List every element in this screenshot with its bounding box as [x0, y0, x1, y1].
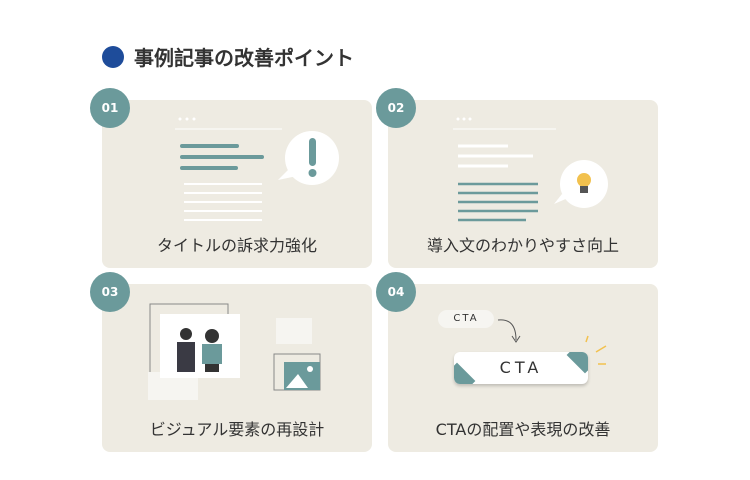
card-number-badge: 04	[376, 272, 416, 312]
small-cta-label: CTA	[438, 310, 494, 328]
big-cta-button: CTA	[454, 352, 588, 384]
document-lightbulb-icon	[453, 117, 608, 222]
title-bullet-icon	[102, 45, 124, 68]
card-visual-redesign: 03 ビジュアル要素の再設計	[90, 272, 372, 452]
card-caption: タイトルの訴求力強化	[156, 236, 317, 255]
big-cta-label: CTA	[499, 358, 543, 377]
card-number-badge: 01	[90, 88, 130, 128]
photo-image-icon	[148, 303, 321, 400]
document-exclamation-icon	[175, 117, 339, 221]
card-cta-improvement: 04 CTA CTA CTAの配置や表現の改善	[376, 272, 658, 452]
arrow-sparkle-icon	[497, 319, 607, 365]
card-caption: 導入文のわかりやすさ向上	[426, 236, 619, 255]
card-number-badge: 02	[376, 88, 416, 128]
card-caption: CTAの配置や表現の改善	[435, 420, 611, 439]
page-title: 事例記事の改善ポイント	[102, 42, 354, 71]
title-text: 事例記事の改善ポイント	[134, 46, 354, 70]
card-title-appeal: 01 タイトルの訴求力強化	[90, 88, 372, 268]
card-caption: ビジュアル要素の再設計	[149, 420, 325, 439]
card-number-badge: 03	[90, 272, 130, 312]
card-intro-clarity: 02 導入文のわかりやすさ向上	[376, 88, 658, 268]
